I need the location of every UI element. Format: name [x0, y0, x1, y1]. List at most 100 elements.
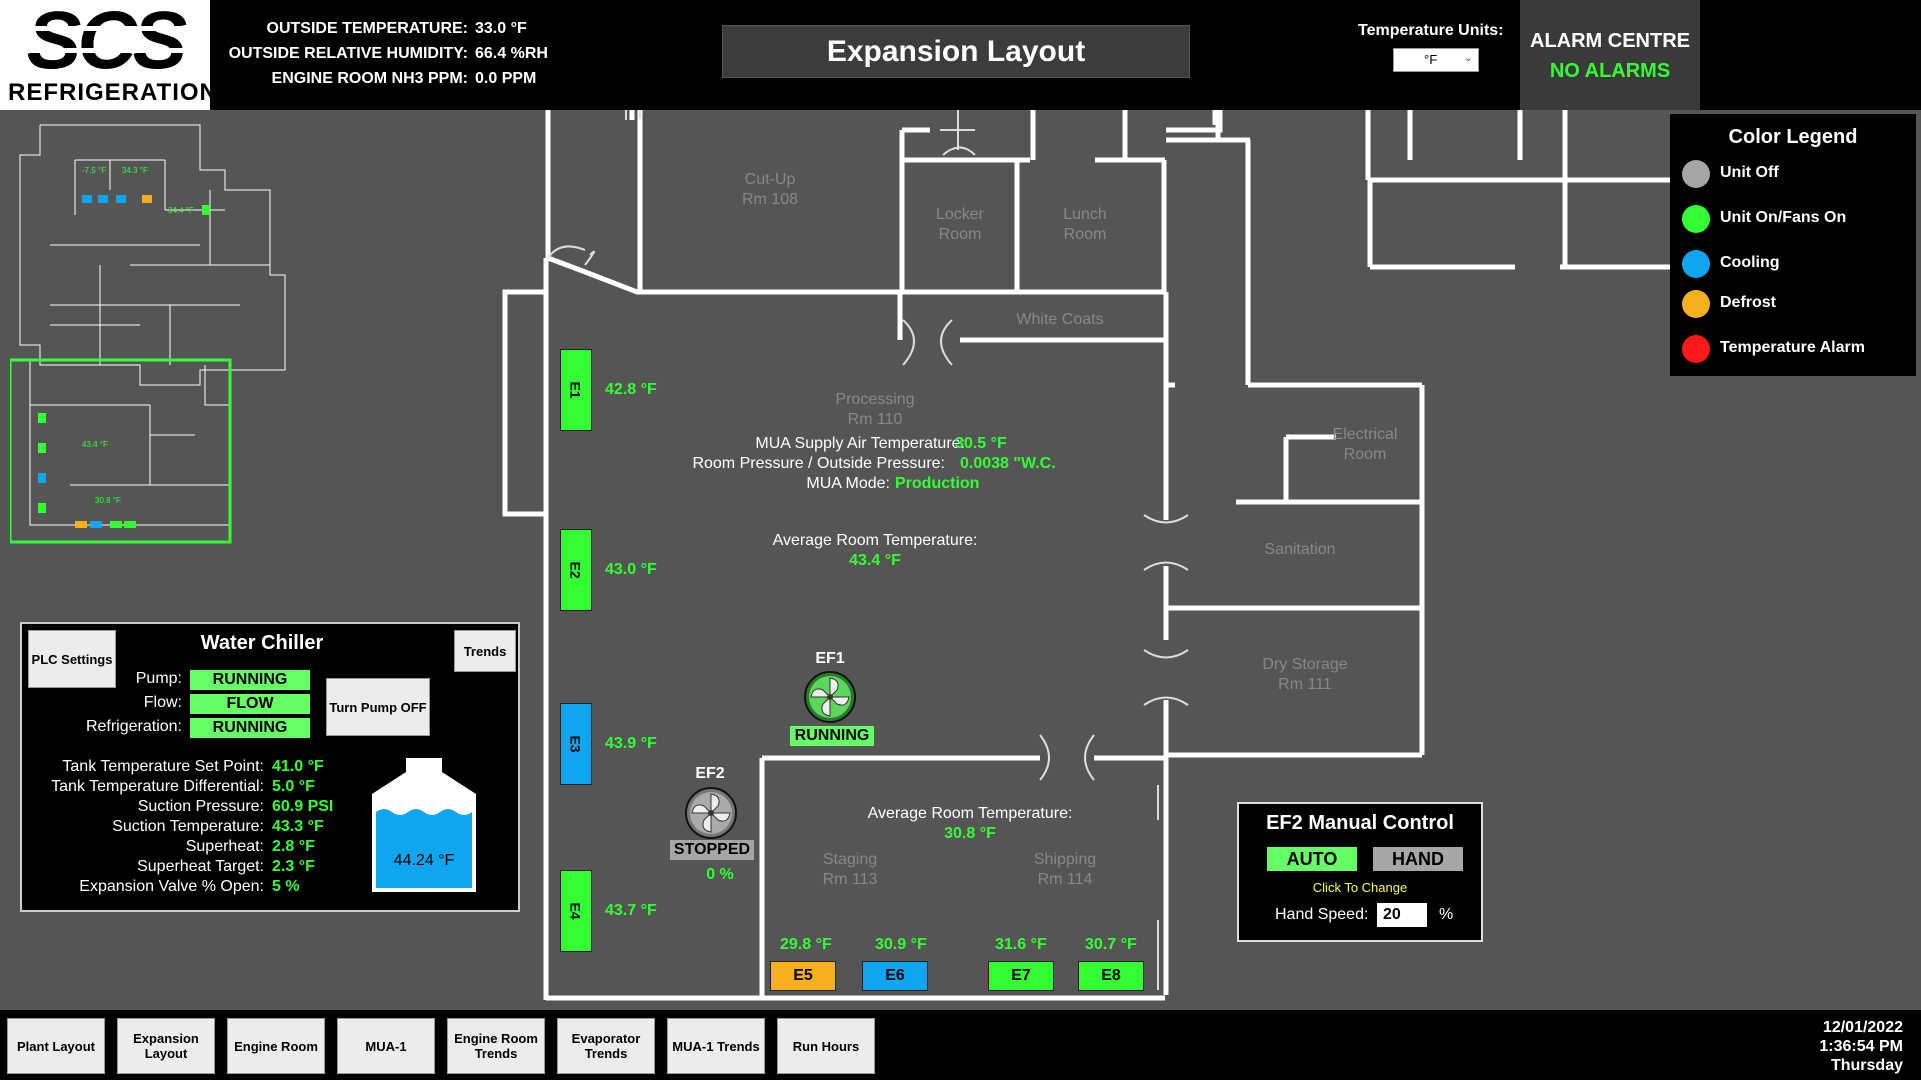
nav-evaporator-trends[interactable]: Evaporator Trends	[557, 1018, 655, 1074]
plc-settings-button[interactable]: PLC Settings	[28, 630, 116, 688]
legend-label-cooling: Cooling	[1720, 254, 1780, 271]
legend-dot-defrost	[1682, 290, 1710, 318]
hand-speed-label: Hand Speed:	[1275, 906, 1369, 923]
fan-ef1-icon[interactable]	[803, 670, 857, 724]
evaporator-e8[interactable]: E8	[1078, 961, 1144, 991]
room-sanitation: Sanitation	[1264, 541, 1336, 558]
minimap-temp: 34.3 °F	[122, 166, 148, 175]
minimap-unit	[124, 521, 136, 528]
processing-avg-label: Average Room Temperature:	[772, 532, 978, 549]
room-name: Locker	[935, 206, 985, 223]
chiller-row-value: 5.0 °F	[272, 778, 315, 795]
mua-mode-value: Production	[895, 475, 980, 492]
outside-rh-label: OUTSIDE RELATIVE HUMIDITY:	[228, 45, 468, 62]
pump-status: RUNNING	[190, 670, 310, 690]
room-name: Cut-Up	[744, 171, 796, 188]
minimap-unit	[202, 205, 210, 215]
minimap-unit	[142, 195, 152, 203]
evaporator-e7[interactable]: E7	[988, 961, 1054, 991]
chiller-row-label: Expansion Valve % Open:	[79, 878, 264, 895]
evaporator-e2-temp: 43.0 °F	[605, 561, 657, 578]
room-number: Rm 110	[847, 411, 903, 428]
nav-run-hours[interactable]: Run Hours	[777, 1018, 875, 1074]
logo-stripe	[8, 26, 202, 31]
temp-units-select[interactable]: °F ⌄	[1393, 48, 1479, 72]
floor-plan	[502, 110, 1670, 1001]
turn-pump-off-button[interactable]: Turn Pump OFF	[326, 678, 430, 736]
water-chiller-panel: PLC Settings Water Chiller Trends Pump: …	[20, 622, 520, 912]
hand-speed-input[interactable]: 20	[1377, 903, 1427, 927]
color-legend: Color Legend Unit Off Unit On/Fans On Co…	[1670, 114, 1916, 376]
room-white-coats: White Coats	[1016, 311, 1104, 328]
room-number: Rm 111	[1278, 676, 1332, 693]
minimap-unit	[38, 413, 46, 423]
auto-mode-button[interactable]: AUTO	[1267, 847, 1357, 871]
evaporator-e1[interactable]: E1	[560, 349, 592, 431]
page-title: Expansion Layout	[722, 25, 1190, 78]
room-name-2: Room	[1063, 226, 1107, 243]
evaporator-label: E2	[568, 561, 584, 579]
evaporator-e5[interactable]: E5	[770, 961, 836, 991]
room-name: Electrical	[1332, 426, 1398, 443]
ef2-status: STOPPED	[670, 840, 754, 860]
logo-scs-text: SCS	[26, 0, 188, 86]
nav-mua-1[interactable]: MUA-1	[337, 1018, 435, 1074]
legend-label-on: Unit On/Fans On	[1720, 209, 1847, 226]
room-name-2: Room	[1343, 446, 1387, 463]
evaporator-e1-temp: 42.8 °F	[605, 381, 657, 398]
nav-engine-room[interactable]: Engine Room	[227, 1018, 325, 1074]
evaporator-e4[interactable]: E4	[560, 870, 592, 952]
outside-rh-value: 66.4 %RH	[475, 45, 548, 62]
pump-label: Pump:	[135, 670, 182, 687]
evaporator-e6[interactable]: E6	[862, 961, 928, 991]
hand-mode-button[interactable]: HAND	[1373, 847, 1463, 871]
minimap-unit	[38, 473, 46, 483]
room-name: Staging	[822, 851, 878, 868]
minimap-unit	[38, 503, 46, 513]
legend-label-alarm: Temperature Alarm	[1720, 339, 1865, 356]
evaporator-label: E4	[568, 902, 584, 920]
evaporator-e2[interactable]: E2	[560, 529, 592, 611]
nav-engine-room-trends[interactable]: Engine Room Trends	[447, 1018, 545, 1074]
ef2-manual-control: EF2 Manual Control AUTO HAND Click To Ch…	[1237, 802, 1483, 942]
room-name: Dry Storage	[1262, 656, 1348, 673]
mua-supply-value: 30.5 °F	[955, 435, 1007, 452]
mua-mode-label: MUA Mode:	[806, 475, 890, 492]
nav-mua-1-trends[interactable]: MUA-1 Trends	[667, 1018, 765, 1074]
clock-date: 12/01/2022	[1822, 1019, 1903, 1036]
ef2-speed: 0 %	[706, 866, 734, 883]
nh3-value: 0.0 PPM	[475, 70, 537, 87]
minimap-unit	[90, 521, 102, 528]
room-number: Rm 108	[741, 191, 799, 208]
chiller-row-label: Tank Temperature Set Point:	[62, 758, 264, 775]
legend-title: Color Legend	[1728, 126, 1858, 148]
room-pressure-value: 0.0038 "W.C.	[960, 455, 1056, 472]
legend-dot-alarm	[1682, 335, 1710, 363]
bottom-nav-bar: Plant Layout Expansion Layout Engine Roo…	[0, 1010, 1921, 1080]
alarm-centre[interactable]: ALARM CENTRE NO ALARMS	[1520, 0, 1700, 110]
fan-ef2-icon[interactable]	[684, 786, 738, 840]
chiller-row-label: Tank Temperature Differential:	[51, 778, 264, 795]
nav-expansion-layout[interactable]: Expansion Layout	[117, 1018, 215, 1074]
legend-label-defrost: Defrost	[1720, 294, 1777, 311]
chiller-trends-button[interactable]: Trends	[454, 630, 516, 672]
flow-label: Flow:	[143, 694, 182, 711]
minimap-temp: 43.4 °F	[82, 440, 108, 449]
minimap[interactable]: -7.5 °F 34.3 °F 34.4 °F 43.4 °F 30.8 °F	[10, 115, 290, 545]
minimap-unit	[110, 521, 122, 528]
mua-supply-label: MUA Supply Air Temperature:	[755, 435, 965, 452]
nh3-label: ENGINE ROOM NH3 PPM:	[271, 70, 468, 87]
minimap-unit	[116, 195, 126, 203]
nav-plant-layout[interactable]: Plant Layout	[7, 1018, 105, 1074]
minimap-unit	[98, 195, 108, 203]
ef2-label: EF2	[695, 765, 725, 782]
alarm-centre-title: ALARM CENTRE	[1530, 30, 1690, 52]
evaporator-label: E3	[568, 735, 584, 753]
tank-temp: 44.24 °F	[393, 852, 455, 869]
logo-stripe	[8, 48, 202, 53]
ef2-control-title: EF2 Manual Control	[1266, 812, 1454, 834]
evaporator-e3[interactable]: E3	[560, 703, 592, 785]
